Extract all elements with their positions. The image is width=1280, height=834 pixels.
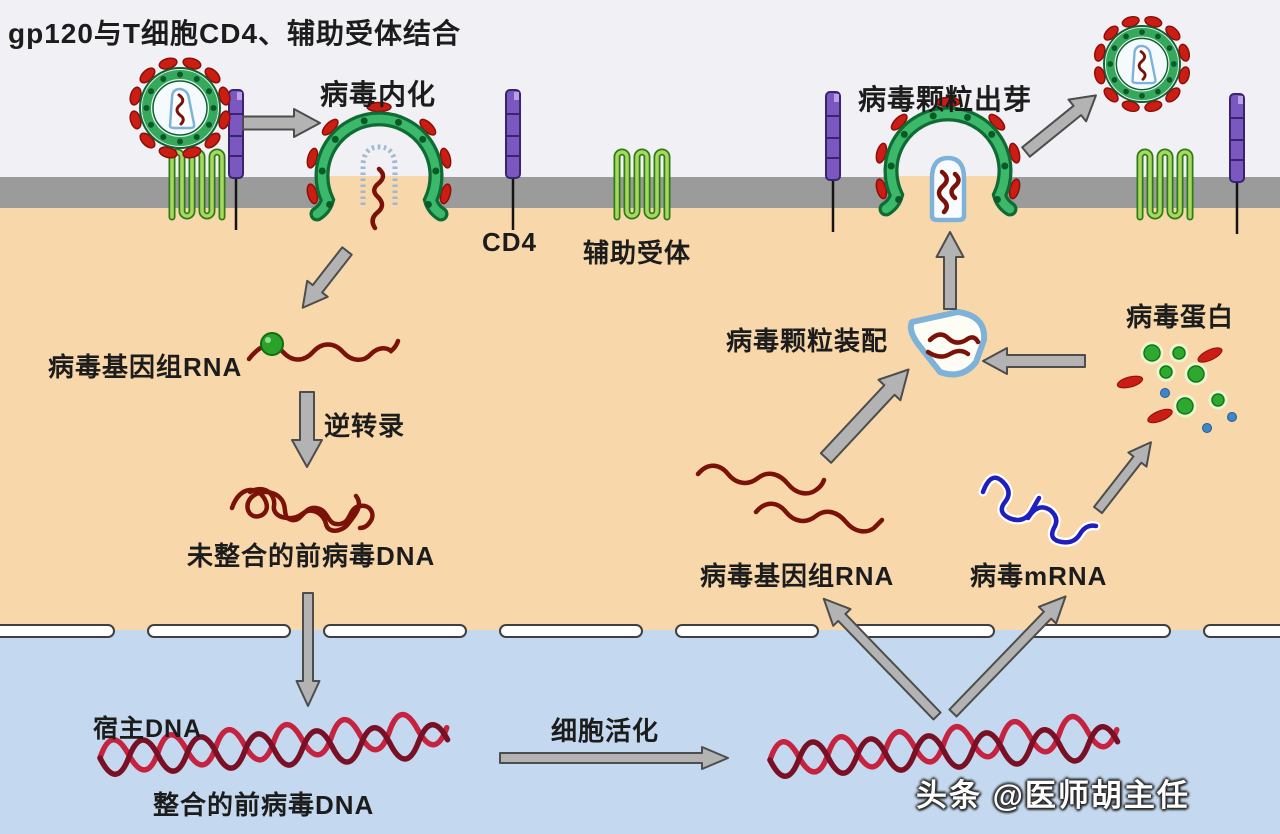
- cd4-receptor-icon: [504, 88, 522, 232]
- cd4-receptor-icon: [824, 90, 842, 234]
- label-genome-rna-center: 病毒基因组RNA: [700, 561, 895, 591]
- label-host-dna: 宿主DNA: [93, 715, 203, 743]
- viral-protein-cluster: [1116, 341, 1237, 433]
- arrow-nuclear-import: [295, 592, 321, 707]
- coreceptor-icon: [617, 152, 667, 217]
- arrow-cell-activation: [499, 746, 729, 770]
- assembly-capsid: [907, 309, 988, 378]
- arrow-mrna-to-protein: [1093, 441, 1152, 515]
- label-cell-activation: 细胞活化: [551, 716, 660, 746]
- genome-rna-graphic: [246, 332, 401, 362]
- mrna-graphic: [978, 473, 1101, 547]
- budding-virion: [874, 98, 1021, 223]
- arrow-transcription-mrna: [948, 595, 1067, 718]
- cytoplasm-region: [0, 208, 1280, 630]
- label-budding: 病毒颗粒出芽: [858, 84, 1033, 115]
- internalizing-virion: [305, 103, 452, 231]
- arrow-assembly-to-budding: [935, 231, 965, 310]
- arrow-reverse-transcription: [291, 391, 323, 468]
- arrow-budding-release: [1021, 94, 1097, 158]
- released-virion-icon: [1093, 15, 1191, 113]
- cd4-receptor-icon: [227, 88, 245, 232]
- coreceptor-icon: [172, 152, 222, 217]
- arrow-rna-release: [301, 246, 353, 309]
- label-viral-mrna: 病毒mRNA: [970, 561, 1108, 591]
- nuclear-envelope: [0, 624, 1280, 638]
- label-reverse-transcription: 逆转录: [324, 411, 406, 441]
- arrow-genome-to-assembly: [819, 368, 910, 464]
- diagram-title: gp120与T细胞CD4、辅助受体结合: [8, 18, 462, 49]
- nucleus-region: [0, 630, 1280, 834]
- arrow-binding: [242, 108, 321, 138]
- label-unintegrated-dna: 未整合的前病毒DNA: [187, 541, 436, 571]
- label-assembly: 病毒颗粒装配: [726, 326, 889, 356]
- arrow-transcription-genome: [822, 597, 942, 721]
- label-cd4: CD4: [482, 227, 538, 257]
- coreceptor-icon: [1140, 152, 1190, 217]
- free-virion-icon: [128, 56, 231, 159]
- watermark-text: 头条 @医师胡主任: [916, 778, 1190, 813]
- unintegrated-dna-graphic: [229, 486, 375, 533]
- label-genome-rna-left: 病毒基因组RNA: [48, 352, 243, 382]
- label-viral-protein: 病毒蛋白: [1126, 302, 1235, 332]
- genome-rna-strands: [695, 463, 885, 534]
- cd4-receptor-icon: [1228, 92, 1246, 236]
- label-internalization: 病毒内化: [320, 79, 437, 110]
- arrow-protein-to-assembly: [982, 347, 1086, 375]
- label-coreceptor: 辅助受体: [583, 238, 692, 268]
- label-integrated-dna: 整合的前病毒DNA: [153, 790, 375, 820]
- nucleocapsid-ball: [260, 332, 284, 356]
